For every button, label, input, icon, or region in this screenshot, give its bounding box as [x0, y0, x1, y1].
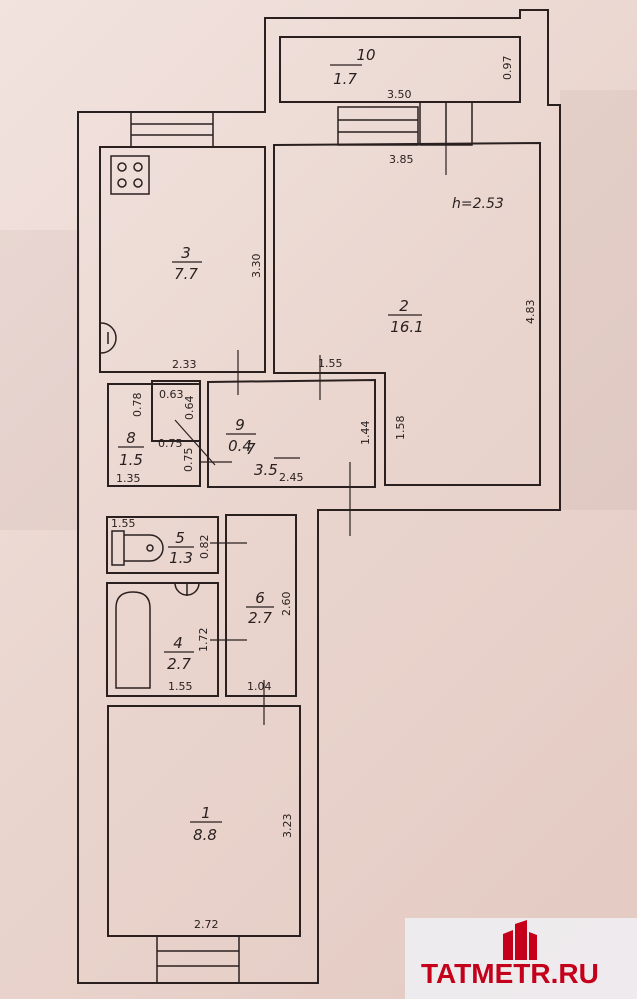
- dim-1-35: 1.35: [116, 472, 141, 485]
- balcony-door: [419, 101, 473, 146]
- dim-0-64: 0.64: [183, 396, 196, 421]
- dim-3-23: 3.23: [281, 814, 294, 839]
- room-3-number: 3: [181, 244, 191, 262]
- dim-2-33: 2.33: [172, 358, 197, 371]
- dim-1-55-b: 1.55: [111, 517, 136, 530]
- window-room-1: [156, 935, 240, 984]
- room-8-area: 1.5: [119, 451, 143, 469]
- room-10-number: 10: [356, 46, 375, 64]
- living-room-2: [273, 141, 541, 486]
- room-1-area: 8.8: [193, 826, 217, 844]
- room-1-number: 1: [201, 804, 211, 822]
- bathtub-icon: [115, 591, 151, 689]
- window-room-2: [337, 106, 419, 146]
- room-9-area: 0.4: [228, 437, 252, 455]
- dim-1-44: 1.44: [359, 421, 372, 446]
- dim-0-63: 0.63: [159, 388, 184, 401]
- watermark-brand[interactable]: TATMETR.RU: [421, 958, 599, 989]
- dim-3-85: 3.85: [389, 153, 414, 166]
- dim-1-04: 1.04: [247, 680, 272, 693]
- dim-2-72: 2.72: [194, 918, 219, 931]
- room-3-area: 7.7: [174, 265, 198, 283]
- dim-1-58: 1.58: [394, 416, 407, 441]
- balcony-room-10: [279, 36, 521, 103]
- dim-4-83: 4.83: [524, 300, 537, 325]
- dim-1-72: 1.72: [197, 628, 210, 653]
- room-4-area: 2.7: [167, 655, 191, 673]
- dim-3-30: 3.30: [250, 254, 263, 279]
- dim-0-82: 0.82: [198, 535, 211, 560]
- room-6-area: 2.7: [248, 609, 272, 627]
- dim-0-78: 0.78: [131, 393, 144, 418]
- basin-icon: [174, 582, 200, 596]
- room-4-number: 4: [173, 634, 183, 652]
- room-7-number: 7: [246, 440, 256, 458]
- dim-0-97: 0.97: [501, 56, 514, 81]
- room-8-number: 8: [126, 429, 136, 447]
- room-5-number: 5: [175, 529, 185, 547]
- room-2-area: 16.1: [390, 318, 423, 336]
- room-6-number: 6: [255, 589, 265, 607]
- hall-room-7: [207, 378, 376, 488]
- dim-2-45: 2.45: [279, 471, 304, 484]
- dim-0-75-a: 0.75: [158, 437, 183, 450]
- room-10-area: 1.7: [333, 70, 357, 88]
- corridor-room-6: [225, 514, 297, 697]
- stove-icon: [110, 155, 150, 195]
- toilet-room-5: [106, 516, 219, 574]
- building-logo-icon: [503, 920, 537, 960]
- window-kitchen: [130, 111, 214, 148]
- heater-icon: [100, 322, 117, 354]
- room-7-area: 3.5: [254, 461, 278, 479]
- room-5-area: 1.3: [169, 549, 193, 567]
- ceiling-height: h=2.53: [452, 196, 504, 212]
- closet-room-8: [107, 383, 201, 487]
- dim-3-50: 3.50: [387, 88, 412, 101]
- dim-2-60: 2.60: [280, 592, 293, 617]
- faded-print-block: [0, 230, 80, 530]
- faded-print-block: [560, 90, 637, 510]
- toilet-icon: [111, 530, 164, 566]
- dim-1-55-c: 1.55: [168, 680, 193, 693]
- room-9-number: 9: [235, 416, 245, 434]
- dim-1-55-a: 1.55: [318, 357, 343, 370]
- dim-0-75-b: 0.75: [182, 448, 195, 473]
- room-2-number: 2: [399, 297, 409, 315]
- outer-wall: [77, 9, 561, 984]
